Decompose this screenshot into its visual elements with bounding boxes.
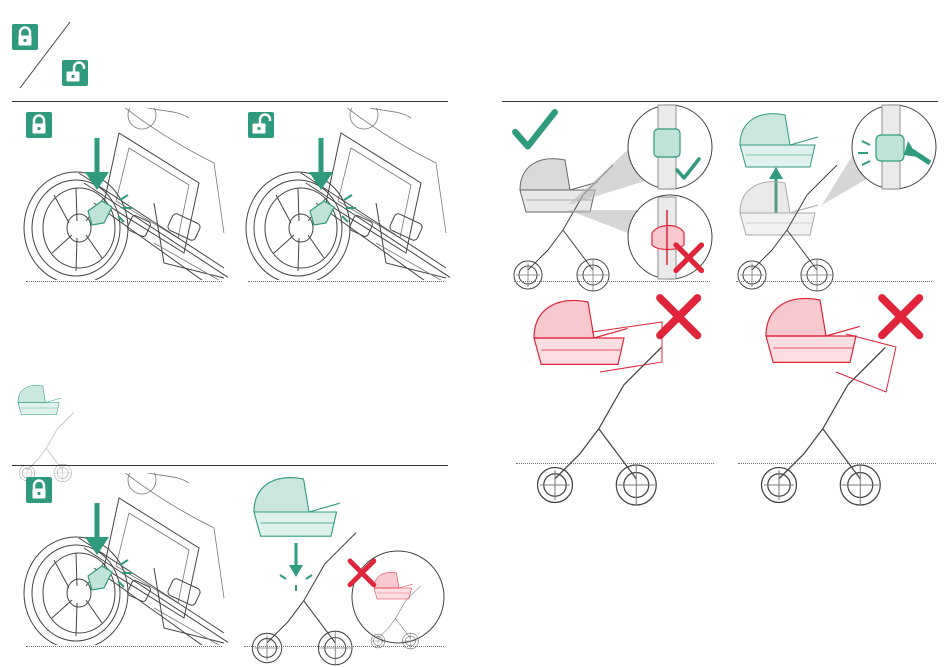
panel-baseline xyxy=(514,281,710,282)
carrycot-illustration xyxy=(766,299,860,363)
panel-carrycot-incorrect-2 xyxy=(736,292,946,462)
panel-carrycot-correct xyxy=(508,105,718,281)
wheel-brake-illustration xyxy=(24,473,228,645)
carrycot-illustration xyxy=(254,478,340,537)
wheel-brake-illustration xyxy=(24,108,228,280)
carrycot-ghost-illustration xyxy=(740,182,818,235)
panel-baseline xyxy=(738,463,936,464)
panel-carrycot-attach xyxy=(240,473,450,645)
padlock-open-icon xyxy=(62,60,88,86)
panel-baseline xyxy=(736,281,932,282)
panel-wheel-locked-bottom xyxy=(22,473,228,645)
padlock-closed-icon xyxy=(26,112,52,138)
panel-baseline xyxy=(516,463,714,464)
checkmark-icon xyxy=(515,112,555,146)
x-mark-icon xyxy=(882,298,919,335)
panel-wheel-unlocked xyxy=(244,108,450,280)
panel-baseline xyxy=(248,281,444,282)
panel-baseline xyxy=(26,646,222,647)
panel-baseline xyxy=(26,281,222,282)
wheel-brake-illustration xyxy=(246,108,450,280)
stroller-illustration xyxy=(762,348,886,506)
panel-carrycot-incorrect-1 xyxy=(512,292,722,462)
stroller-illustration xyxy=(252,533,356,665)
padlock-closed-icon xyxy=(26,477,52,503)
section-divider-top-left xyxy=(12,101,448,102)
panel-wheel-locked xyxy=(22,108,228,280)
carrycot-on-stroller-icon xyxy=(12,380,92,460)
carrycot-illustration xyxy=(520,159,598,212)
panel-carrycot-release xyxy=(732,105,942,281)
padlock-open-icon xyxy=(248,112,274,138)
padlock-closed-icon xyxy=(12,24,38,50)
panel-baseline xyxy=(244,646,444,647)
lock-legend xyxy=(12,20,92,92)
click-indicator-icon xyxy=(118,560,132,587)
carrycot-illustration xyxy=(534,301,628,365)
x-mark-icon xyxy=(660,298,697,335)
section-divider-top-right xyxy=(502,101,938,102)
down-arrow-icon xyxy=(289,543,303,577)
section-divider-bottom-left xyxy=(12,465,448,466)
carrycot-illustration xyxy=(740,114,818,167)
click-indicator-icon xyxy=(118,195,132,222)
stroller-illustration xyxy=(538,348,662,506)
